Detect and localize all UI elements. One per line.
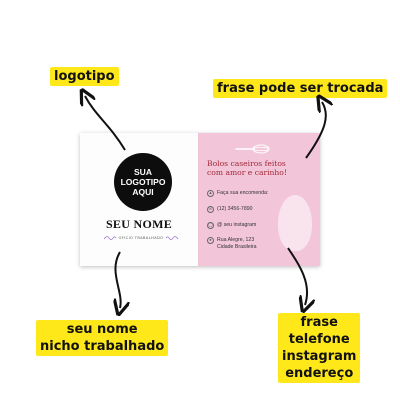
order-text: Faça sua encomenda: [217,190,269,196]
callout-info-line-1: frase [300,315,338,330]
niche-row: OFICIO TRABALHADO [94,233,188,243]
callout-logotipo: logotipo [50,67,119,86]
logo-line-2: LOGOTIPO [120,177,166,187]
callout-nome: seu nome nicho trabalhado [36,320,169,356]
address-line-2: Cidade Brasileira [217,243,257,250]
cart-icon: ▲ [207,190,214,197]
callout-frase-text: frase pode ser trocada [217,81,384,96]
card-phrase: Bolos caseiros feitos com amor e carinho… [207,159,317,177]
instagram-icon: ◯ [207,222,214,229]
card-name: SEU NOME [105,217,173,231]
callout-frase: frase pode ser trocada [213,79,388,98]
phone-icon: ☏ [207,206,214,213]
instagram-text: @ seu instagram [217,222,257,228]
callout-logotipo-text: logotipo [54,69,115,84]
business-card: SUA LOGOTIPO AQUI SEU NOME OFICIO TRABAL… [80,133,320,266]
logo-line-3: AQUI [132,187,154,197]
logo-placeholder: SUA LOGOTIPO AQUI [114,153,172,211]
callout-nome-line-2: nicho trabalhado [40,339,165,354]
whisk-icon [235,144,270,154]
callout-nome-line-1: seu nome [66,322,138,337]
phone-row: ☏ (12) 3456-7890 [207,206,252,213]
card-left-panel: SUA LOGOTIPO AQUI SEU NOME OFICIO TRABAL… [80,133,198,266]
address-line-1: Rua Alegre, 123 [217,237,255,243]
callout-info-line-2: telefone [288,332,350,347]
address-text: Rua Alegre, 123 Cidade Brasileira [217,237,257,250]
card-niche: OFICIO TRABALHADO [118,236,164,240]
phrase-line-2: com amor e carinho! [207,168,287,177]
order-row: ▲ Faça sua encomenda: [207,190,268,197]
callout-info-line-3: instagram [282,349,357,364]
callout-info: frase telefone instagram endereço [278,313,361,383]
card-right-panel: Bolos caseiros feitos com amor e carinho… [198,133,320,266]
phrase-line-1: Bolos caseiros feitos [207,159,286,168]
phone-text: (12) 3456-7890 [217,206,253,212]
logo-line-1: SUA [134,167,152,177]
instagram-row: ◯ @ seu instagram [207,222,256,229]
location-icon: ● [207,237,214,244]
left-swirl-icon [103,236,116,240]
callout-info-line-4: endereço [285,366,354,381]
right-swirl-icon [166,236,179,240]
address-row: ● Rua Alegre, 123 Cidade Brasileira [207,237,257,250]
decorative-blob [278,195,312,251]
